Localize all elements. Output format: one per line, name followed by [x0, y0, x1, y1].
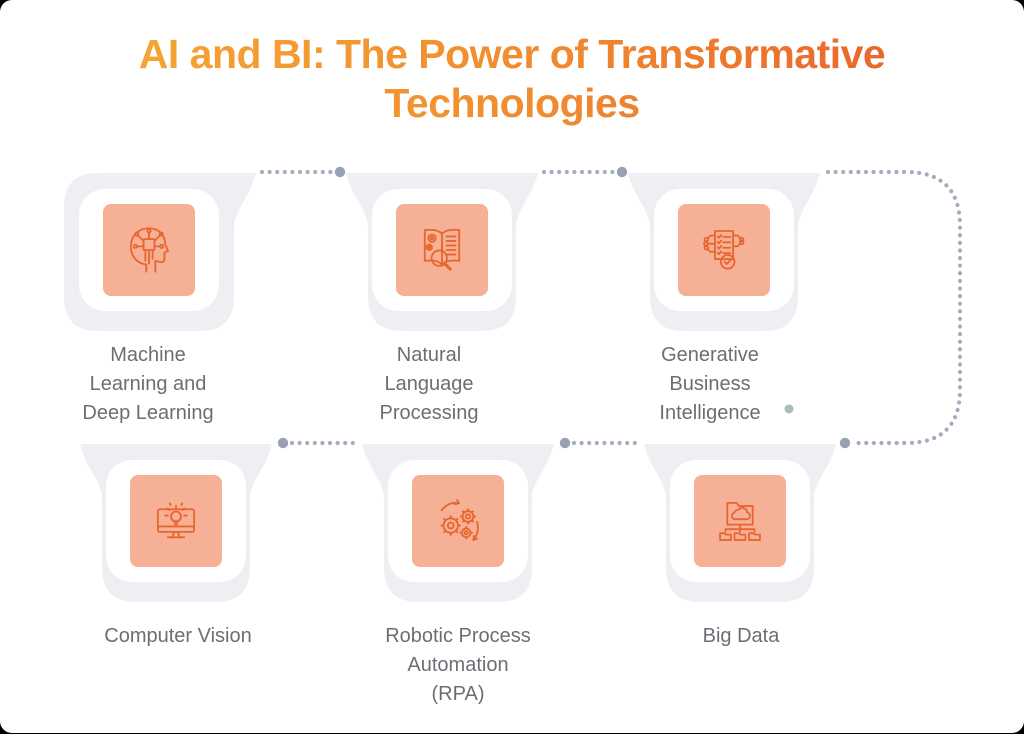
- terminal-dot-5: [559, 437, 571, 449]
- card-rpa: [362, 444, 554, 602]
- card-label: Machine Learning and Deep Learning: [82, 344, 214, 424]
- terminal-dot-1: [334, 166, 346, 178]
- icon-panel: [388, 460, 528, 582]
- icon-tile: [678, 204, 770, 296]
- icon-panel: [654, 189, 794, 311]
- icon-tile: [103, 204, 195, 296]
- terminal-dot-2: [616, 166, 628, 178]
- gears-arrows-icon: [440, 499, 479, 541]
- card-nlp: [346, 173, 538, 331]
- card-label: Computer Vision: [104, 625, 252, 647]
- page-title: AI and BI: The Power of Transformative T…: [72, 30, 952, 128]
- icon-tile: [694, 475, 786, 567]
- icon-panel: [670, 460, 810, 582]
- card-label: Big Data: [702, 625, 780, 647]
- icon-tile: [130, 475, 222, 567]
- card-label: Generative Business Intelligence: [659, 344, 761, 424]
- icon-tile: [396, 204, 488, 296]
- icon-panel: [372, 189, 512, 311]
- folder-cloud-network-icon: [719, 501, 761, 541]
- head-circuit-icon: [129, 227, 169, 273]
- card-big-data: [644, 444, 836, 602]
- monitor-bulb-icon: [156, 502, 196, 539]
- card-machine-learning: [64, 173, 256, 331]
- book-magnifier-icon: [423, 228, 461, 271]
- terminal-dot-4: [277, 437, 289, 449]
- card-label: Natural Language Processing: [379, 344, 479, 424]
- document-circuit-check-icon: [703, 230, 745, 270]
- icon-panel: [79, 189, 219, 311]
- terminal-dot-3: [839, 437, 851, 449]
- icon-panel: [106, 460, 246, 582]
- icon-tile: [412, 475, 504, 567]
- card-computer-vision: [80, 444, 272, 602]
- card-generative-bi: [628, 173, 820, 331]
- card-label: Robotic Process Automation (RPA): [385, 625, 531, 705]
